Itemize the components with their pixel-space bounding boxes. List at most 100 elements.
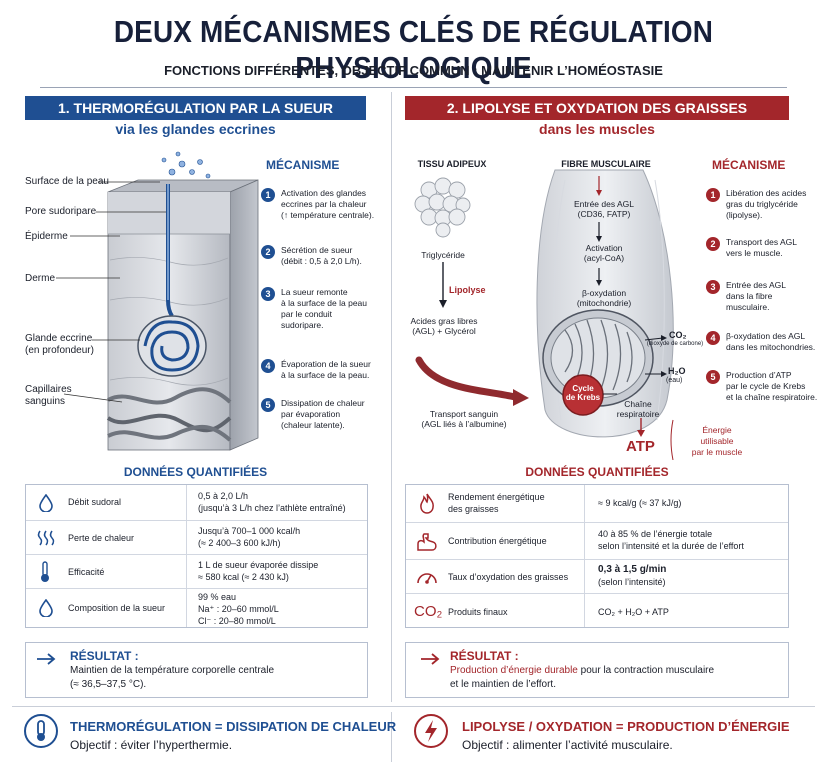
label-pore-sudoripare: Pore sudoripare	[25, 206, 97, 217]
table-row: CO₂ Produits finaux CO₂ + H₂O + ATP	[406, 593, 788, 628]
right-result-line2: et le maintien de l’effort.	[450, 679, 556, 690]
left-result-title: RÉSULTAT :	[70, 649, 139, 663]
label-krebs-2: de Krebs	[565, 393, 601, 402]
drop-icon	[39, 599, 53, 617]
arrow-right-icon	[421, 653, 440, 665]
table-row: Rendement énergétique des graisses ≈ 9 k…	[406, 485, 788, 522]
label-epiderme: Épiderme	[25, 231, 68, 242]
label-h2o: H₂O	[668, 366, 686, 376]
step-number: 5	[261, 398, 275, 412]
label-chaine-1: Chaîne	[624, 399, 652, 409]
label-co2: CO₂	[669, 330, 687, 340]
label-agl-2: (AGL) + Glycérol	[412, 326, 476, 336]
thermometer-footer-icon	[24, 714, 58, 748]
left-data-title: DONNÉES QUANTIFIÉES	[123, 465, 268, 479]
step-number: 5	[706, 370, 720, 384]
step-number: 2	[706, 237, 720, 251]
label-atp: ATP	[626, 438, 655, 455]
header-divider	[40, 87, 787, 88]
table-row: Taux d’oxydation des graisses 0,3 à 1,5 …	[406, 559, 788, 593]
left-result-box: RÉSULTAT : Maintien de la température co…	[25, 642, 368, 698]
left-mechanism-title: MÉCANISME	[266, 158, 340, 172]
left-footer-title: THERMORÉGULATION = DISSIPATION DE CHALEU…	[70, 719, 397, 734]
table-row: Efficacité 1 L de sueur évaporée dissipe…	[26, 554, 367, 588]
label-surface-peau: Surface de la peau	[25, 176, 109, 187]
right-footer-title: LIPOLYSE / OXYDATION = PRODUCTION D’ÉNER…	[462, 719, 790, 734]
right-result-title: RÉSULTAT :	[450, 649, 519, 663]
right-result-line1: Production d’énergie durable pour la con…	[450, 665, 715, 676]
muscle-icon	[417, 533, 437, 551]
step-number: 3	[706, 280, 720, 294]
right-mechanism-title: MÉCANISME	[712, 158, 786, 172]
label-lipolyse: Lipolyse	[449, 285, 486, 295]
label-h2o-sub: (eau)	[666, 377, 683, 384]
step-number: 4	[261, 359, 275, 373]
step-number: 1	[706, 188, 720, 202]
label-tissu-adipeux: TISSU ADIPEUX	[417, 159, 487, 169]
label-agl-1: Acides gras libres	[410, 316, 478, 326]
footer-divider	[12, 706, 815, 707]
label-entree-1: Entrée des AGL	[573, 199, 634, 209]
footer-column-divider	[391, 712, 392, 762]
step-number: 2	[261, 245, 275, 259]
table-row: Débit sudoral 0,5 à 2,0 L/h (jusqu’à 3 L…	[26, 485, 367, 520]
label-fibre-musculaire: FIBRE MUSCULAIRE	[561, 159, 651, 169]
right-data-table: Rendement énergétique des graisses ≈ 9 k…	[405, 484, 789, 628]
table-row: Composition de la sueur 99 % eau Na⁺ : 2…	[26, 588, 367, 628]
label-glande-eccrine: Glande eccrine	[25, 333, 93, 344]
thermoregulation-banner: 1. THERMORÉGULATION PAR LA SUEUR	[25, 96, 366, 120]
label-triglyceride: Triglycéride	[421, 250, 465, 260]
lipolysis-pathway-illustration	[414, 169, 674, 460]
label-capillaires: Capillaires	[25, 384, 72, 395]
step-number: 4	[706, 331, 720, 345]
thermometer-icon	[41, 561, 49, 582]
table-row: Perte de chaleur Jusqu’à 700–1 000 kcal/…	[26, 520, 367, 554]
step-number: 1	[261, 188, 275, 202]
column-divider	[391, 92, 392, 702]
lipolyse-banner: 2. LIPOLYSE ET OXYDATION DES GRAISSES	[405, 96, 789, 120]
label-chaine-2: respiratoire	[616, 409, 660, 419]
arrow-right-icon	[37, 653, 56, 665]
thermoregulation-subhead: via les glandes eccrines	[115, 121, 276, 137]
lightning-icon	[414, 714, 448, 748]
label-co2-sub: (dioxyde de carbone)	[646, 341, 704, 347]
right-result-box: RÉSULTAT : Production d’énergie durable …	[405, 642, 789, 698]
heat-waves-icon	[37, 530, 55, 546]
flame-icon	[420, 493, 434, 514]
label-derme: Derme	[25, 273, 56, 284]
label-beta-1: β-oxydation	[581, 288, 627, 298]
skin-cross-section-illustration	[56, 151, 259, 451]
lipolyse-subhead: dans les muscles	[539, 121, 655, 137]
drop-icon	[39, 494, 53, 512]
page-title: DEUX MÉCANISMES CLÉS DE RÉGULATION PHYSI…	[113, 14, 714, 85]
right-footer-sub: Objectif : alimenter l’activité musculai…	[462, 738, 673, 752]
left-result-line1: Maintien de la température corporelle ce…	[70, 665, 274, 676]
table-row: Contribution énergétique 40 à 85 % de l’…	[406, 522, 788, 559]
label-activation-1: Activation	[585, 243, 623, 253]
left-result-line2: (≈ 36,5–37,5 °C).	[70, 679, 147, 690]
left-footer-sub: Objectif : éviter l’hyperthermie.	[70, 738, 233, 752]
label-glande-profondeur: (en profondeur)	[25, 345, 94, 356]
page-subtitle: FONCTIONS DIFFÉRENTES, OBJECTIF COMMUN :…	[164, 63, 663, 78]
label-beta-2: (mitochondrie)	[576, 298, 632, 308]
label-transport-2: (AGL liés à l’albumine)	[421, 419, 507, 429]
label-krebs-1: Cycle	[572, 384, 594, 393]
step-number: 3	[261, 287, 275, 301]
label-sanguins: sanguins	[25, 396, 66, 407]
co2-icon: CO₂	[414, 603, 443, 620]
left-data-table: Débit sudoral 0,5 à 2,0 L/h (jusqu’à 3 L…	[25, 484, 368, 628]
label-activation-2: (acyl-CoA)	[583, 253, 625, 263]
right-data-title: DONNÉES QUANTIFIÉES	[525, 465, 669, 479]
left-step-2: 2 Sécrétion de sueur(débit : 0,5 à 2,0 L…	[261, 245, 391, 267]
label-transport-1: Transport sanguin	[429, 409, 499, 419]
